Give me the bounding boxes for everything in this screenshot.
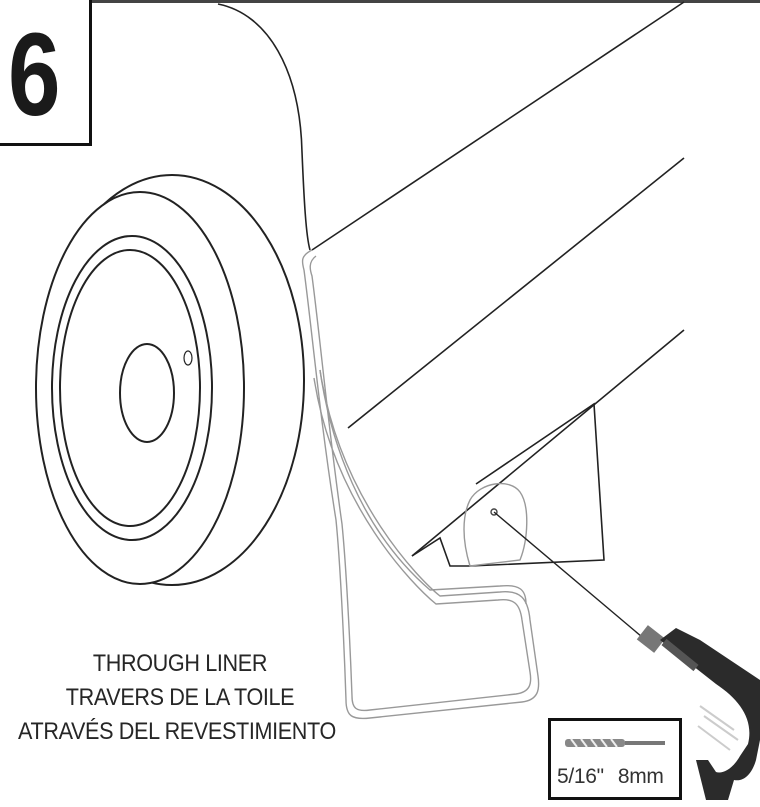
rim-outer [51,235,213,541]
step-number: 6 [8,9,60,141]
drill-bit-size-metric: 8mm [617,765,664,788]
body-line-middle [347,157,685,429]
lug-hole [183,350,193,366]
body-line-lower [411,329,685,557]
drill-bit-size-imperial: 5/16" [557,765,604,788]
drill-icon [636,625,760,800]
hub [119,343,175,443]
fender-arch [217,3,311,251]
wheel-icon [35,174,305,586]
drill-bit-size: 5/16" 8mm [557,765,664,789]
drill-guide-line [493,511,649,643]
drill-point [490,508,498,516]
mud-flap-liner-icon [301,249,540,720]
rocker-panel-step [411,536,470,567]
drill-bit-icon [565,738,665,748]
caption-spanish: ATRAVÉS DEL REVESTIMIENTO [18,718,336,745]
step-number-box: 6 [0,0,92,146]
rim-inner [59,249,201,527]
top-border [0,0,760,3]
caption-english: THROUGH LINER [92,650,268,677]
body-line-top [311,1,685,251]
drill-bit-box: 5/16" 8mm [548,718,682,800]
rocker-panel-bottom [469,402,605,567]
caption-french: TRAVERS DE LA TOILE [65,684,295,711]
